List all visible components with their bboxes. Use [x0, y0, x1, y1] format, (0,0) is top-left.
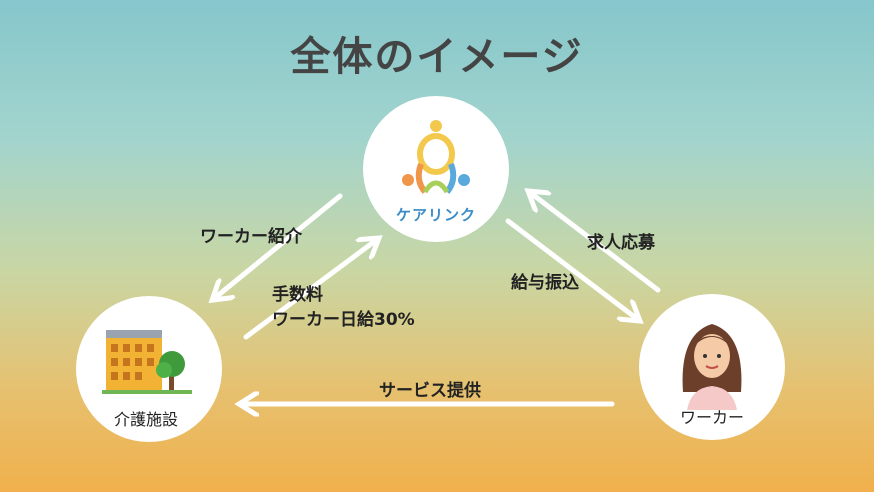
edge-label-service: サービス提供	[379, 381, 481, 401]
facility-node: 介護施設	[76, 296, 222, 442]
worker-node: ワーカー	[639, 294, 785, 440]
arrow-introduce	[216, 193, 343, 297]
carelink-node: ケアリンク	[363, 96, 509, 242]
edge-label-fee-rate: ワーカー日給30%	[272, 310, 415, 330]
page-title: 全体のイメージ	[290, 34, 584, 80]
arrow-apply	[532, 194, 661, 293]
edge-label-apply: 求人応募	[587, 233, 655, 253]
worker-label: ワーカー	[680, 408, 745, 427]
carelink-logo-text: ケアリンク	[395, 206, 476, 224]
building-icon	[102, 330, 192, 394]
edge-label-fee: 手数料	[272, 285, 323, 305]
arrow-salary	[505, 218, 636, 318]
arrow-fee	[243, 241, 375, 340]
facility-label: 介護施設	[114, 410, 179, 429]
carelink-logo-icon	[402, 120, 470, 194]
edge-label-salary: 給与振込	[511, 273, 579, 293]
edge-label-introduce: ワーカー紹介	[200, 227, 302, 247]
worker-avatar-icon	[682, 324, 742, 410]
